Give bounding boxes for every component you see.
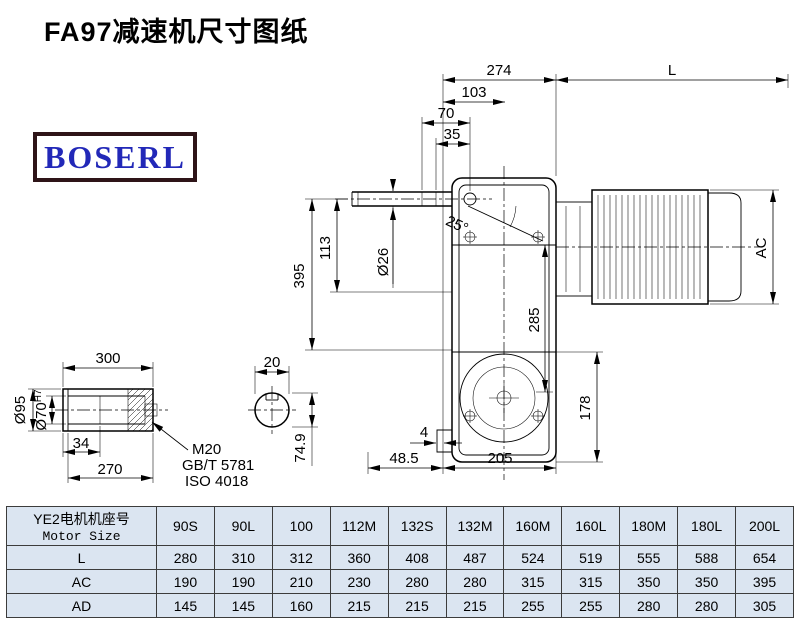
table-header-row: YE2电机机座号 Motor Size 90S 90L 100 112M 132…	[6, 506, 794, 546]
dim-dia95: Ø95	[12, 396, 29, 424]
dim-103: 103	[461, 84, 486, 101]
table-cell: 190	[156, 569, 215, 594]
table-cell: 210	[271, 569, 331, 594]
callout-gb5781: GB/T 5781	[182, 457, 254, 474]
motor-size-header: YE2电机机座号 Motor Size	[6, 506, 157, 546]
table-cell: 395	[735, 569, 794, 594]
dim-285: 285	[526, 307, 543, 332]
dim-dia70h7: Ø70H7	[33, 389, 50, 431]
dim-274: 274	[486, 62, 511, 79]
table-cell: 487	[445, 545, 505, 570]
dim-70: 70	[438, 105, 455, 122]
table-cell: 215	[329, 593, 389, 618]
table-row-ad: AD 145 145 160 215 215 215 255 255 280 2…	[6, 593, 794, 618]
row-label-l: L	[6, 545, 157, 570]
callout-iso4018: ISO 4018	[185, 473, 248, 490]
table-cell: 255	[503, 593, 563, 618]
motor-size-header-cn: YE2电机机座号	[33, 510, 130, 527]
extension-lines	[28, 74, 789, 483]
column-header-90l: 90L	[213, 506, 273, 546]
row-label-ad: AD	[6, 593, 157, 618]
hollow-shaft-detail	[62, 388, 158, 432]
dimension-texts: 274 L 103 70 35 25° Ø26 395 113 285 AC 1…	[12, 62, 770, 490]
dim-dia26: Ø26	[375, 248, 392, 276]
motor-size-table: YE2电机机座号 Motor Size 90S 90L 100 112M 132…	[6, 506, 794, 618]
table-cell: 280	[677, 593, 737, 618]
column-header-90s: 90S	[156, 506, 215, 546]
dim-AC: AC	[753, 237, 770, 258]
dim-178: 178	[577, 395, 594, 420]
dim-270: 270	[97, 461, 122, 478]
dim-113: 113	[317, 236, 334, 260]
table-cell: 408	[387, 545, 447, 570]
column-header-100: 100	[271, 506, 331, 546]
dim-L: L	[668, 62, 676, 79]
row-label-ac: AC	[6, 569, 157, 594]
table-cell: 524	[503, 545, 563, 570]
table-cell: 280	[156, 545, 215, 570]
table-cell: 280	[445, 569, 505, 594]
column-header-180m: 180M	[619, 506, 679, 546]
table-cell: 350	[619, 569, 679, 594]
logo-text: BOSERL	[44, 138, 186, 175]
table-cell: 315	[561, 569, 621, 594]
table-cell: 588	[677, 545, 737, 570]
table-cell: 255	[561, 593, 621, 618]
column-header-112m: 112M	[329, 506, 389, 546]
centerlines	[55, 166, 762, 480]
dim-300: 300	[95, 350, 120, 367]
table-cell: 555	[619, 545, 679, 570]
table-row-ac: AC 190 190 210 230 280 280 315 315 350 3…	[6, 569, 794, 594]
motor-size-header-en: Motor Size	[42, 528, 121, 544]
table-cell: 190	[213, 569, 273, 594]
column-header-160l: 160L	[561, 506, 621, 546]
table-cell: 145	[156, 593, 215, 618]
dimension-lines	[30, 77, 788, 481]
column-header-200l: 200L	[735, 506, 794, 546]
dim-dia70h7-base: Ø70	[33, 402, 50, 430]
dimension-drawing: 274 L 103 70 35 25° Ø26 395 113 285 AC 1…	[12, 62, 789, 490]
dim-74-9: 74.9	[292, 433, 309, 462]
table-cell: 280	[619, 593, 679, 618]
callout-m20: M20	[192, 441, 221, 458]
column-header-180l: 180L	[677, 506, 737, 546]
dim-dia70h7-sup: H7	[33, 389, 44, 402]
dim-48-5: 48.5	[389, 450, 418, 467]
column-header-132s: 132S	[387, 506, 447, 546]
table-cell: 315	[503, 569, 563, 594]
table-row-l: L 280 310 312 360 408 487 524 519 555 58…	[6, 545, 794, 570]
motor	[555, 189, 742, 305]
page-title: FA97减速机尺寸图纸	[44, 17, 309, 47]
key-section-detail	[254, 392, 290, 428]
gearbox-housing	[436, 177, 557, 463]
table-cell: 350	[677, 569, 737, 594]
dim-395: 395	[291, 263, 308, 288]
table-cell: 305	[735, 593, 794, 618]
column-header-160m: 160M	[503, 506, 563, 546]
table-cell: 215	[387, 593, 447, 618]
table-cell: 310	[213, 545, 273, 570]
table-cell: 519	[561, 545, 621, 570]
table-cell: 312	[271, 545, 331, 570]
table-cell: 215	[445, 593, 505, 618]
dim-4: 4	[420, 424, 428, 441]
table-cell: 230	[329, 569, 389, 594]
table-cell: 280	[387, 569, 447, 594]
table-cell: 654	[735, 545, 794, 570]
column-header-132m: 132M	[445, 506, 505, 546]
dim-35: 35	[444, 126, 461, 143]
input-shaft	[351, 191, 544, 242]
dim-34: 34	[73, 435, 90, 452]
dim-20: 20	[264, 354, 281, 371]
boserl-logo: BOSERL	[33, 132, 197, 182]
dim-205: 205	[487, 450, 512, 467]
motor-fins	[597, 195, 701, 299]
table-cell: 360	[329, 545, 389, 570]
table-cell: 145	[213, 593, 273, 618]
table-cell: 160	[271, 593, 331, 618]
